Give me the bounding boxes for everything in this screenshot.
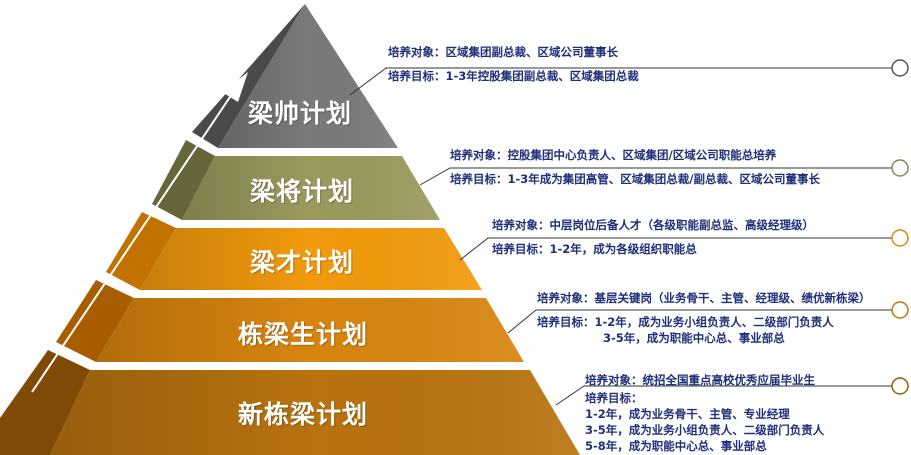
tier-5-side [0,350,90,455]
tier-1-goal: 培养目标：1-3年控股集团副总裁、区域集团总裁 [388,69,639,83]
tier-2-shade [182,156,440,220]
end-circle-1 [891,59,909,77]
tier-3-shade [140,228,482,290]
tier-4-side [56,280,134,362]
end-circles [891,59,909,395]
tier-1-description: 培养对象：区域集团副总裁、区域公司董事长 培养目标：1-3年控股集团副总裁、区域… [388,44,639,84]
arrow-shaft [31,93,233,393]
tier-1-title: 梁帅计划 [248,99,353,128]
tier-1-shade [218,4,398,148]
tier-3 [106,212,482,290]
end-circle-2 [891,159,909,177]
tier-5-goal-line-2: 1-2年，成为业务骨干、主管、专业经理 [585,407,790,421]
leader-lines [349,67,892,406]
tier-5-title: 新栋梁计划 [238,400,369,429]
tier-4 [56,280,524,362]
tier-4-goal-line-1: 培养目标：1-2年，成为业务小组负责人、二级部门负责人 [537,315,834,329]
end-circle-5 [891,377,909,395]
tier-3-title: 梁才计划 [250,248,355,277]
tier-5-description: 培养对象：统招全国重点高校优秀应届毕业生 培养目标： 1-2年，成为业务骨干、主… [585,372,824,454]
tier-5-shade [50,370,580,455]
tier-3-side [106,212,176,290]
tier-4-description: 培养对象：基层关键岗（业务骨干、主管、经理级、绩优新栋梁） 培养目标：1-2年，… [537,290,871,346]
tier-2-target: 培养对象：控股集团中心负责人、区域集团/区域公司职能总培养 [450,148,777,162]
tier-2-side [152,140,215,220]
tier-4-title: 栋梁生计划 [238,320,369,349]
leader-line-1 [349,67,892,96]
tier-4-shade [96,298,524,362]
tier-5-goal-line-3: 3-5年，成为业务小组负责人、二级部门负责人 [585,423,825,437]
leader-line-2 [419,167,892,186]
end-circle-3 [891,229,909,247]
tier-5 [0,350,580,455]
tier-2 [152,140,440,220]
leader-line-5 [555,385,892,406]
tier-5-goal-line-1: 培养目标： [585,391,643,405]
tier-5-goal-line-4: 5-8年，成为职能中心总、事业部总 [585,439,767,453]
tier-2-description: 培养对象：控股集团中心负责人、区域集团/区域公司职能总培养 培养目标：1-3年成… [450,147,820,187]
tier-4-target: 培养对象：基层关键岗（业务骨干、主管、经理级、绩优新栋梁） [537,291,871,305]
tier-4-goal-line-2: 3-5年，成为职能中心总、事业部总 [603,331,785,345]
leader-line-3 [459,237,892,261]
growth-arrow [31,72,248,393]
arrow-head-icon [222,72,248,102]
end-circle-4 [891,301,909,319]
tier-2-title: 梁将计划 [250,177,355,206]
tier-1-target: 培养对象：区域集团副总裁、区域公司董事长 [388,45,618,59]
tier-3-description: 培养对象：中层岗位后备人才（各级职能副总监、高级经理级） 培养目标：1-2年，成… [492,217,814,257]
leader-line-4 [507,309,892,334]
tier-5-target: 培养对象：统招全国重点高校优秀应届毕业生 [585,373,815,387]
tier-3-goal: 培养目标：1-2年，成为各级组织职能总 [492,242,697,256]
tier-3-target: 培养对象：中层岗位后备人才（各级职能副总监、高级经理级） [492,218,814,232]
tier-2-goal: 培养目标：1-3年成为集团高管、区域集团总裁/副总裁、区域公司董事长 [450,172,820,186]
